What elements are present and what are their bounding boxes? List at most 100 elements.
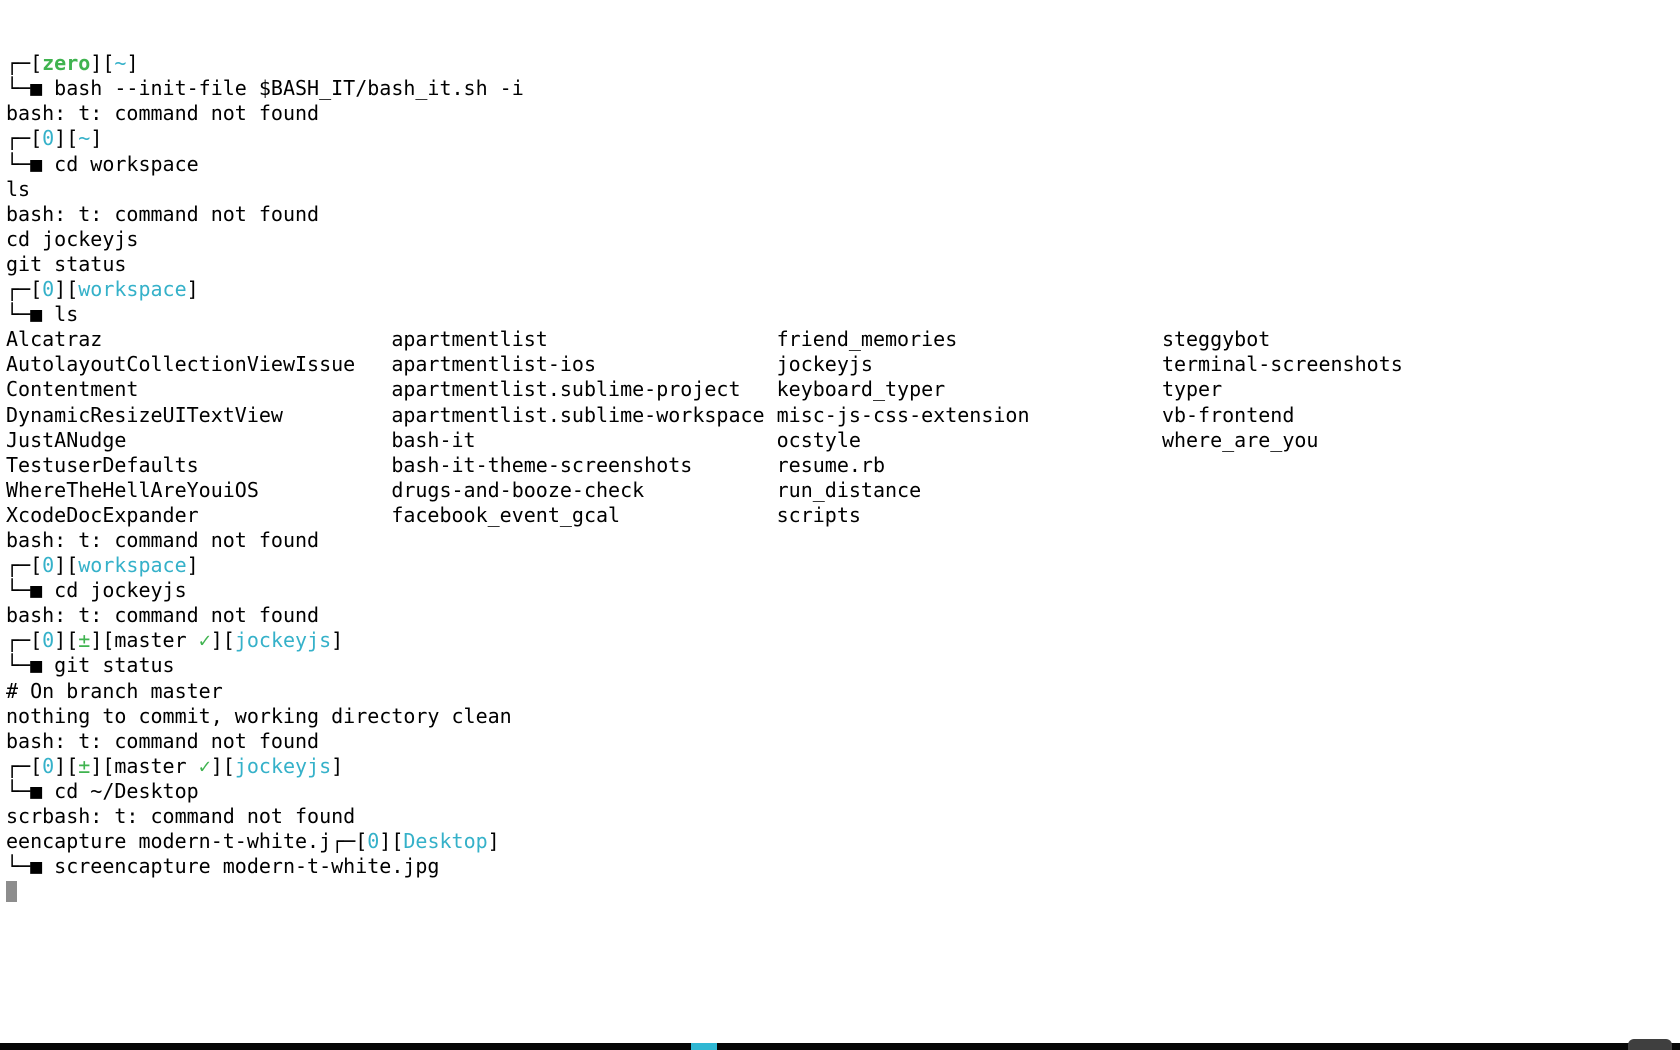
- terminal-text: ]: [186, 277, 199, 302]
- terminal-line: ┌─[0][±][master ✓][jockeyjs]: [6, 754, 1680, 779]
- terminal-cursor: [6, 881, 17, 903]
- ls-listing-row: JustANudge bash-it ocstyle where_are_you: [6, 427, 1319, 452]
- terminal-line: DynamicResizeUITextView apartmentlist.su…: [6, 403, 1680, 428]
- terminal-text: git status: [6, 251, 127, 276]
- terminal-line: TestuserDefaults bash-it-theme-screensho…: [6, 453, 1680, 478]
- terminal-line: # On branch master: [6, 679, 1680, 704]
- terminal-text: jockeyjs: [234, 753, 332, 778]
- terminal-line: bash: t: command not found: [6, 729, 1680, 754]
- terminal-text: cd jockeyjs: [6, 226, 139, 251]
- terminal-line: bash: t: command not found: [6, 528, 1680, 553]
- dock-hint-bar[interactable]: [0, 1039, 1680, 1050]
- ls-listing-row: TestuserDefaults bash-it-theme-screensho…: [6, 452, 1162, 477]
- terminal-output: ┌─[zero][~]└─■ bash --init-file $BASH_IT…: [6, 51, 1680, 904]
- terminal-text: bash: t: command not found: [6, 603, 320, 628]
- terminal-line: bash: t: command not found: [6, 603, 1680, 628]
- terminal-text: workspace: [78, 553, 187, 578]
- terminal-line: scrbash: t: command not found: [6, 804, 1680, 829]
- terminal-text: ┌─[: [6, 753, 43, 778]
- terminal-line: ┌─[0][workspace]: [6, 553, 1680, 578]
- terminal-line: bash: t: command not found: [6, 101, 1680, 126]
- terminal-line: git status: [6, 252, 1680, 277]
- ls-listing-row: XcodeDocExpander facebook_event_gcal scr…: [6, 502, 1162, 527]
- terminal-line: └─■ git status: [6, 653, 1680, 678]
- ls-listing-row: DynamicResizeUITextView apartmentlist.su…: [6, 402, 1295, 427]
- terminal-text: zero: [42, 51, 91, 76]
- terminal-text: ┌─[: [6, 51, 43, 76]
- terminal-text: ┌─[: [6, 126, 43, 151]
- terminal-line: └─■ cd ~/Desktop: [6, 779, 1680, 804]
- dock-app-indicator[interactable]: [691, 1043, 717, 1050]
- terminal-text: ±: [78, 628, 91, 653]
- terminal-text: ✓: [198, 753, 211, 778]
- terminal-text: ][: [54, 126, 79, 151]
- terminal-line: ls: [6, 177, 1680, 202]
- ls-listing-row: WhereTheHellAreYouiOS drugs-and-booze-ch…: [6, 477, 1162, 502]
- terminal-line: eencapture modern-t-white.j┌─[0][Desktop…: [6, 829, 1680, 854]
- ls-listing-row: Alcatraz apartmentlist friend_memories s…: [6, 327, 1271, 352]
- terminal-text: ][: [379, 829, 404, 854]
- terminal-text: ][: [90, 51, 115, 76]
- terminal-text: ]: [331, 753, 344, 778]
- terminal-line: └─■ bash --init-file $BASH_IT/bash_it.sh…: [6, 76, 1680, 101]
- terminal-text: eencapture modern-t-white.j: [6, 829, 332, 854]
- terminal-line: └─■ ls: [6, 302, 1680, 327]
- terminal-line: ┌─[0][±][master ✓][jockeyjs]: [6, 628, 1680, 653]
- terminal-text: bash: t: command not found: [6, 728, 320, 753]
- terminal-text: ][: [54, 753, 79, 778]
- dock-right-item[interactable]: [1628, 1039, 1672, 1050]
- terminal-line: AutolayoutCollectionViewIssue apartmentl…: [6, 352, 1680, 377]
- terminal-text: ]: [90, 126, 103, 151]
- terminal-text: └─■ git status: [6, 653, 175, 678]
- terminal-text: ┌─[: [6, 277, 43, 302]
- terminal-line: WhereTheHellAreYouiOS drugs-and-booze-ch…: [6, 478, 1680, 503]
- terminal-text: ±: [78, 753, 91, 778]
- terminal-text: jockeyjs: [234, 628, 332, 653]
- terminal-text: bash: t: command not found: [6, 201, 320, 226]
- terminal-text: ~: [78, 126, 91, 151]
- terminal-text: # On branch master: [6, 678, 223, 703]
- terminal-text: scrbash: t: command not found: [6, 804, 356, 828]
- terminal-text: bash: t: command not found: [6, 101, 320, 126]
- terminal-line: ┌─[0][~]: [6, 126, 1680, 151]
- terminal-text: 0: [42, 628, 55, 653]
- terminal-text: ~: [114, 51, 127, 76]
- terminal-text: ]: [186, 553, 199, 578]
- terminal-text: ][: [210, 628, 235, 653]
- terminal-text: ┌─[: [6, 628, 43, 653]
- terminal-line: ┌─[0][workspace]: [6, 277, 1680, 302]
- terminal-text: └─■ bash --init-file $BASH_IT/bash_it.sh…: [6, 76, 524, 101]
- terminal-text: 0: [42, 553, 55, 578]
- terminal-text: 0: [42, 753, 55, 778]
- terminal-text: ]: [487, 829, 500, 854]
- ls-listing-row: Contentment apartmentlist.sublime-projec…: [6, 377, 1223, 402]
- terminal-text: ┌─[: [6, 553, 43, 578]
- terminal-text: └─■ ls: [6, 302, 79, 327]
- terminal-text: ][: [54, 277, 79, 302]
- terminal-line: bash: t: command not found: [6, 202, 1680, 227]
- terminal-line: Contentment apartmentlist.sublime-projec…: [6, 377, 1680, 402]
- terminal-text: └─■ screencapture modern-t-white.jpg: [6, 854, 440, 879]
- terminal-text: 0: [42, 126, 55, 151]
- terminal-text: ]: [331, 628, 344, 653]
- terminal-text: nothing to commit, working directory cle…: [6, 703, 512, 728]
- terminal-line: XcodeDocExpander facebook_event_gcal scr…: [6, 503, 1680, 528]
- terminal-line: cd jockeyjs: [6, 227, 1680, 252]
- terminal-text: ✓: [198, 628, 211, 653]
- terminal-text: ][: [54, 553, 79, 578]
- terminal-line: └─■ screencapture modern-t-white.jpg: [6, 854, 1680, 879]
- terminal-text: ]: [126, 51, 139, 76]
- ls-listing-row: AutolayoutCollectionViewIssue apartmentl…: [6, 352, 1403, 377]
- terminal-line: nothing to commit, working directory cle…: [6, 704, 1680, 729]
- terminal-text: ┌─[: [331, 829, 368, 854]
- terminal-line: └─■ cd jockeyjs: [6, 578, 1680, 603]
- terminal-text: └─■ cd jockeyjs: [6, 578, 187, 603]
- terminal-text: ][: [54, 628, 79, 653]
- terminal-text: 0: [367, 829, 380, 854]
- terminal-text: 0: [42, 277, 55, 302]
- terminal-text: ls: [6, 176, 31, 201]
- terminal-text: └─■ cd ~/Desktop: [6, 778, 199, 803]
- terminal-text: Desktop: [403, 829, 488, 854]
- terminal-text: ][: [210, 753, 235, 778]
